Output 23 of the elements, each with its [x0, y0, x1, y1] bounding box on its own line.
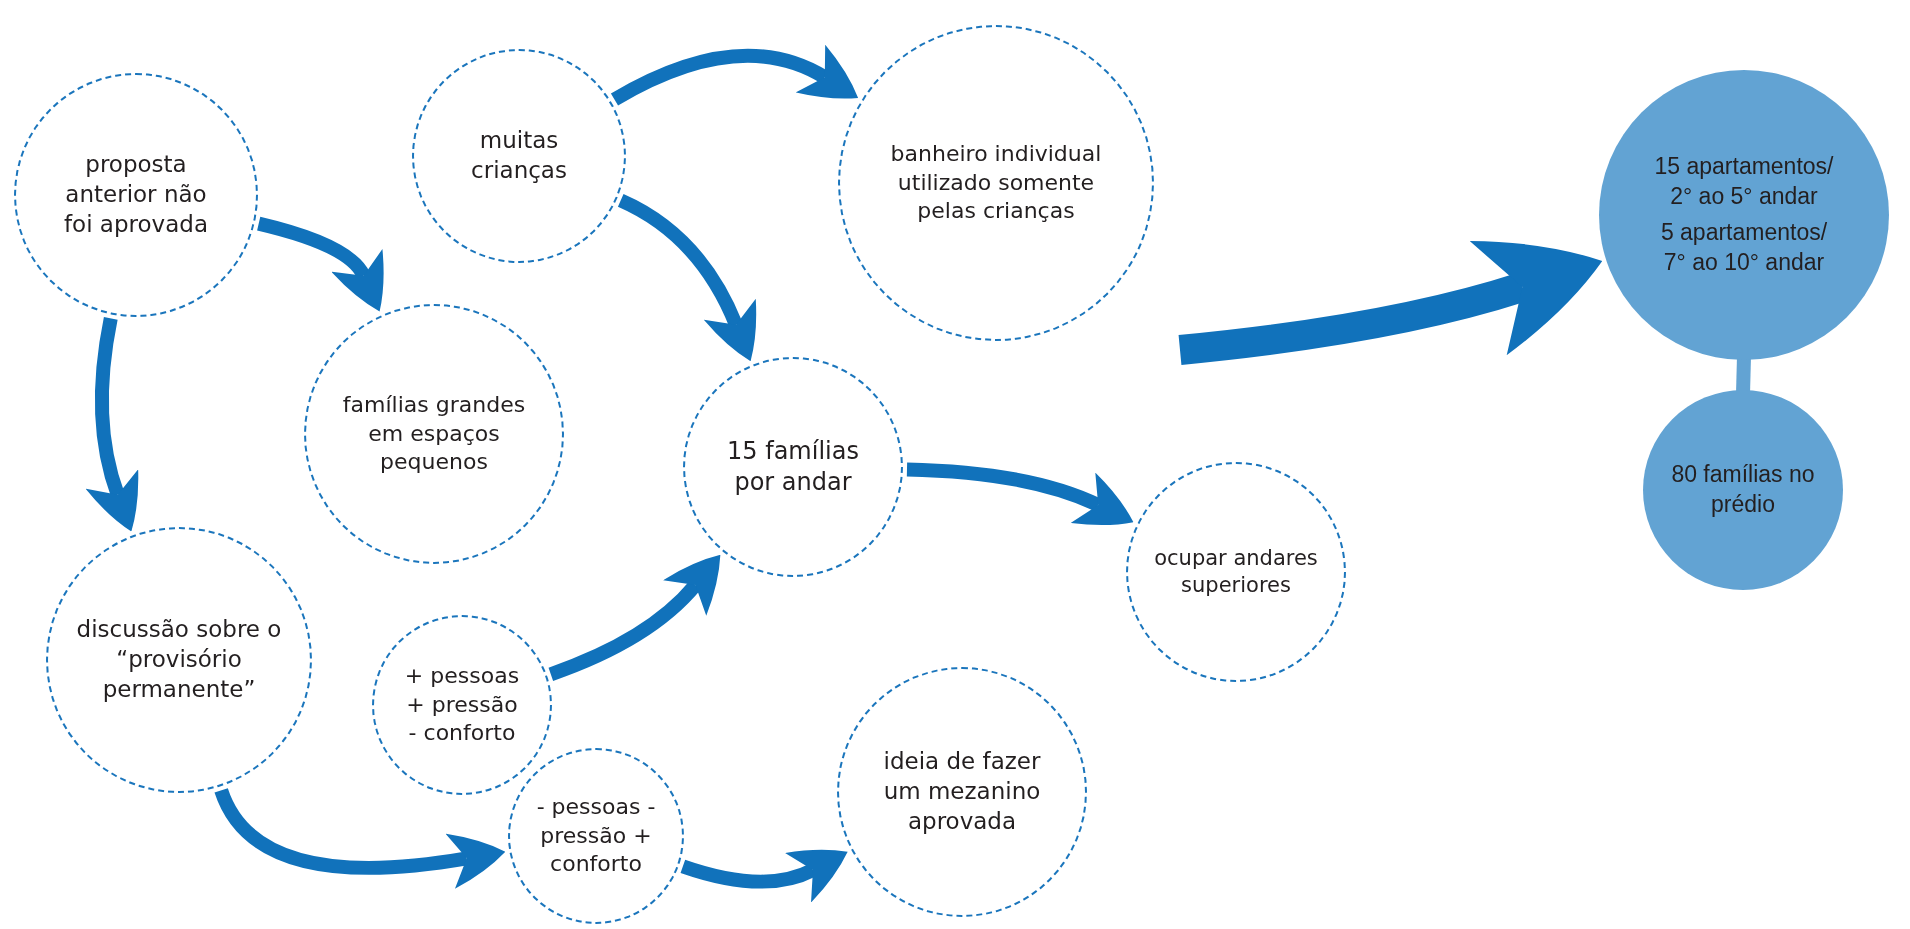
node-text: discussão sobre o “provisório permanente” [76, 615, 282, 704]
node-text: famílias grandes em espaços pequenos [341, 391, 527, 477]
node-text: 15 apartamentos/ 2° ao 5° andar [1653, 152, 1835, 212]
node-text: ocupar andares superiores [1153, 544, 1319, 599]
node-text: 80 famílias no prédio [1670, 460, 1816, 519]
node-text: 5 apartamentos/ 7° ao 10° andar [1659, 218, 1829, 277]
dashed-circle [837, 667, 1087, 917]
dashed-circle [372, 615, 552, 795]
dashed-circle [838, 25, 1154, 341]
dashed-circle [304, 304, 564, 564]
node-text: banheiro individual utilizado somente pelas crianças [889, 140, 1103, 226]
dashed-circle [683, 357, 903, 577]
node-text: 15 famílias por andar [726, 435, 860, 498]
dashed-circle [508, 748, 684, 924]
node-text: - pessoas - pressão + conforto [535, 793, 657, 879]
dashed-circle [412, 49, 626, 263]
node-text: ideia de fazer um mezanino aprovada [882, 747, 1042, 836]
dashed-circle [46, 527, 312, 793]
node-text: + pessoas + pressão - conforto [403, 662, 521, 748]
dashed-circle [1126, 462, 1346, 682]
dashed-circle [14, 73, 258, 317]
node-text: muitas crianças [470, 126, 568, 185]
node-text: proposta anterior não foi aprovada [63, 150, 209, 239]
